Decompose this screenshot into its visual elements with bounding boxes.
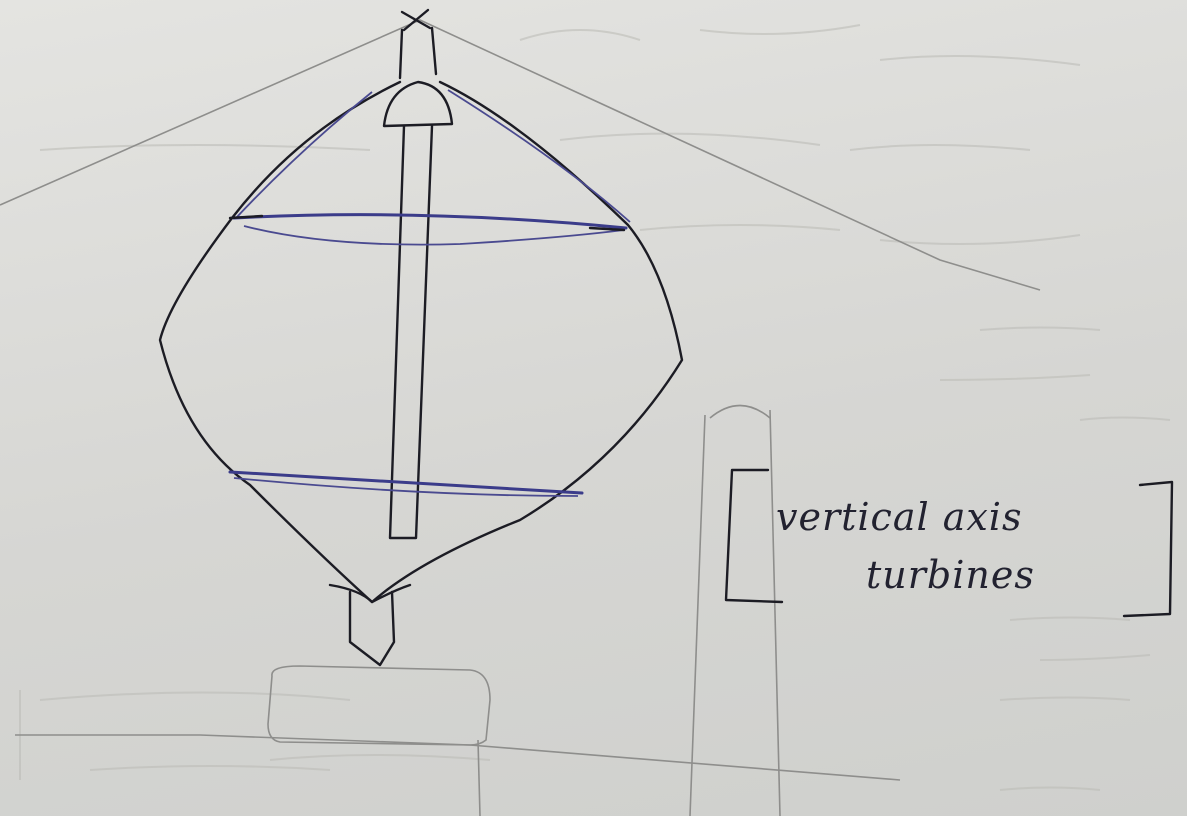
left-bracket [724,468,784,604]
rotor-edge-right [447,89,631,223]
upper-strut [232,213,628,230]
right-bracket [1122,480,1174,618]
bottom-cone [328,583,412,604]
bleed-through-marks [19,24,1171,791]
rotor-edge-left [235,91,373,219]
bottom-shaft [348,590,396,667]
top-cap [382,80,454,128]
mast-top [398,26,438,80]
caption-group: vertical axis turbines [724,468,1174,618]
rotor-outline [158,80,684,604]
central-shaft [388,124,434,540]
lower-strut-inner [233,477,579,497]
base-box [267,665,491,746]
upper-strut-ends [228,214,626,232]
lower-strut [228,470,584,495]
caption-line-1: vertical axis [776,495,1022,539]
guide-lines [0,19,1041,816]
caption-line-2: turbines [866,553,1035,597]
top-cross-mark [400,8,432,32]
turbine [158,8,684,746]
upper-strut-ellipse [243,225,625,246]
